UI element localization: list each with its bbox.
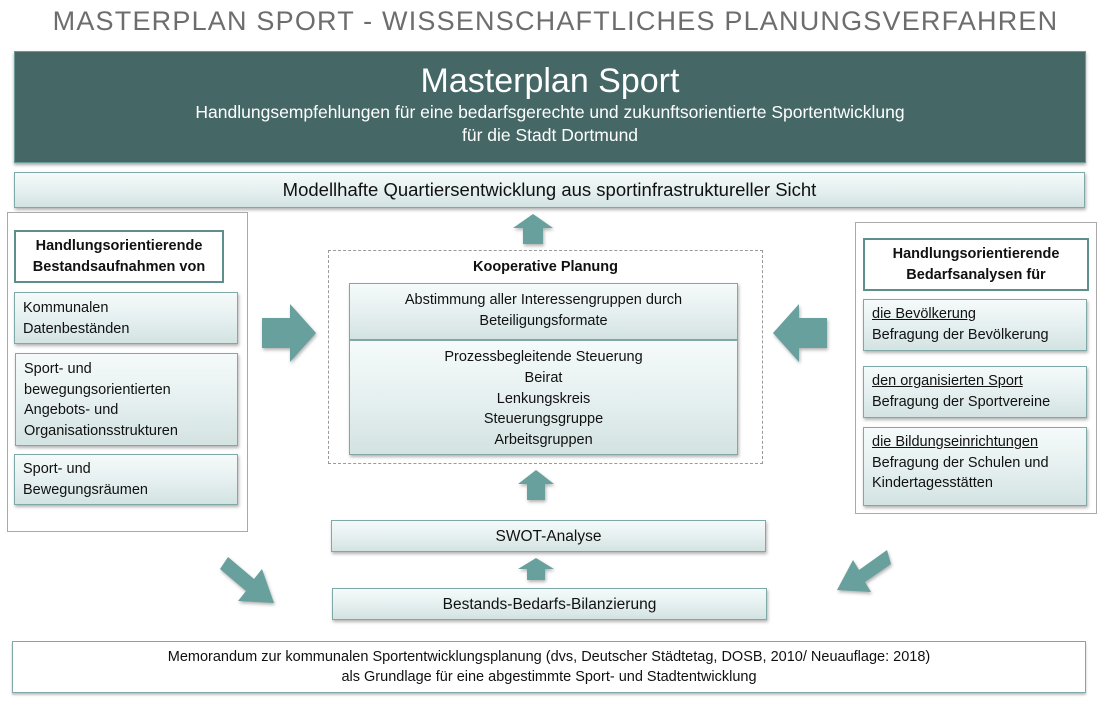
item-target: den organisierten Sport — [872, 373, 1023, 389]
left-item-angebot: Sport- und bewegungsorientierten Angebot… — [15, 353, 238, 446]
memo-line2: als Grundlage für eine abgestimmte Sport… — [341, 669, 757, 685]
item-text: Bewegungsräumen — [23, 481, 148, 498]
arrow-up-icon — [518, 470, 554, 500]
item-text: Angebots- und — [24, 402, 119, 418]
left-heading-line1: Handlungsorientierende — [35, 238, 203, 254]
kooperative-planung-frame — [328, 250, 763, 464]
arrow-diagonal-down-left-icon — [837, 550, 891, 592]
steuerung-item: Arbeitsgruppen — [494, 432, 593, 449]
left-item-kommunal: Kommunalen Datenbeständen — [14, 292, 238, 344]
arrow-right-icon — [262, 304, 316, 362]
item-text: Befragung der Schulen und — [872, 454, 1049, 471]
steuerung-box: Prozessbegleitende Steuerung Beirat Lenk… — [349, 340, 738, 455]
arrow-up-icon — [518, 558, 554, 580]
right-heading-line2: Bedarfsanalysen für — [906, 267, 1046, 283]
abstimmung-line1: Abstimmung aller Interessengruppen durch — [404, 292, 683, 308]
swot-box: SWOT-Analyse — [331, 520, 766, 552]
left-item-raeume: Sport- und Bewegungsräumen — [14, 454, 238, 505]
memorandum-box: Memorandum zur kommunalen Sportentwicklu… — [12, 641, 1086, 693]
item-text: Befragung der Sportvereine — [872, 393, 1051, 410]
right-heading: Handlungsorientierende Bedarfsanalysen f… — [863, 238, 1089, 291]
item-text: Sport- und — [24, 361, 92, 377]
item-text: Befragung der Bevölkerung — [872, 326, 1049, 343]
bilanzierung-box: Bestands-Bedarfs-Bilanzierung — [332, 588, 767, 620]
steuerung-item: Lenkungskreis — [496, 390, 591, 407]
item-target: die Bevölkerung — [872, 306, 976, 322]
right-heading-line1: Handlungsorientierende — [892, 246, 1060, 262]
kooperative-title: Kooperative Planung — [472, 259, 619, 275]
right-item-bevoelkerung: die Bevölkerung Befragung der Bevölkerun… — [863, 299, 1087, 351]
abstimmung-box: Abstimmung aller Interessengruppen durch… — [349, 283, 738, 340]
memo-line1: Memorandum zur kommunalen Sportentwicklu… — [167, 649, 931, 665]
item-text: Datenbeständen — [23, 320, 130, 337]
quartier-box: Modellhafte Quartiersentwicklung aus spo… — [14, 172, 1085, 208]
hero-subtitle-line1: Handlungsempfehlungen für eine bedarfsge… — [195, 102, 905, 122]
hero-banner: Masterplan Sport Handlungsempfehlungen f… — [14, 51, 1086, 163]
hero-subtitle-line2: für die Stadt Dortmund — [461, 125, 639, 145]
item-text: Sport- und — [23, 461, 91, 477]
hero-title: Masterplan Sport — [420, 62, 680, 100]
arrow-left-icon — [773, 304, 827, 362]
item-text: Kindertagesstätten — [872, 475, 993, 491]
left-heading: Handlungsorientierende Bestandsaufnahmen… — [14, 230, 224, 283]
page-title: MASTERPLAN SPORT - WISSENSCHAFTLICHES PL… — [52, 6, 1059, 36]
steuerung-item: Prozessbegleitende Steuerung — [444, 349, 643, 365]
left-heading-line2: Bestandsaufnahmen von — [32, 259, 206, 275]
item-text: Organisationsstrukturen — [24, 422, 178, 439]
steuerung-item: Steuerungsgruppe — [483, 411, 604, 428]
right-item-bildung: die Bildungseinrichtungen Befragung der … — [863, 427, 1087, 506]
right-item-sport: den organisierten Sport Befragung der Sp… — [863, 366, 1087, 418]
arrow-up-icon — [513, 214, 553, 244]
abstimmung-line2: Beteiligungsformate — [479, 312, 608, 329]
item-target: die Bildungseinrichtungen — [872, 434, 1039, 450]
item-text: bewegungsorientierten — [24, 381, 171, 398]
steuerung-item: Beirat — [524, 369, 563, 386]
item-text: Kommunalen — [23, 300, 109, 316]
arrow-diagonal-down-right-icon — [220, 557, 274, 603]
